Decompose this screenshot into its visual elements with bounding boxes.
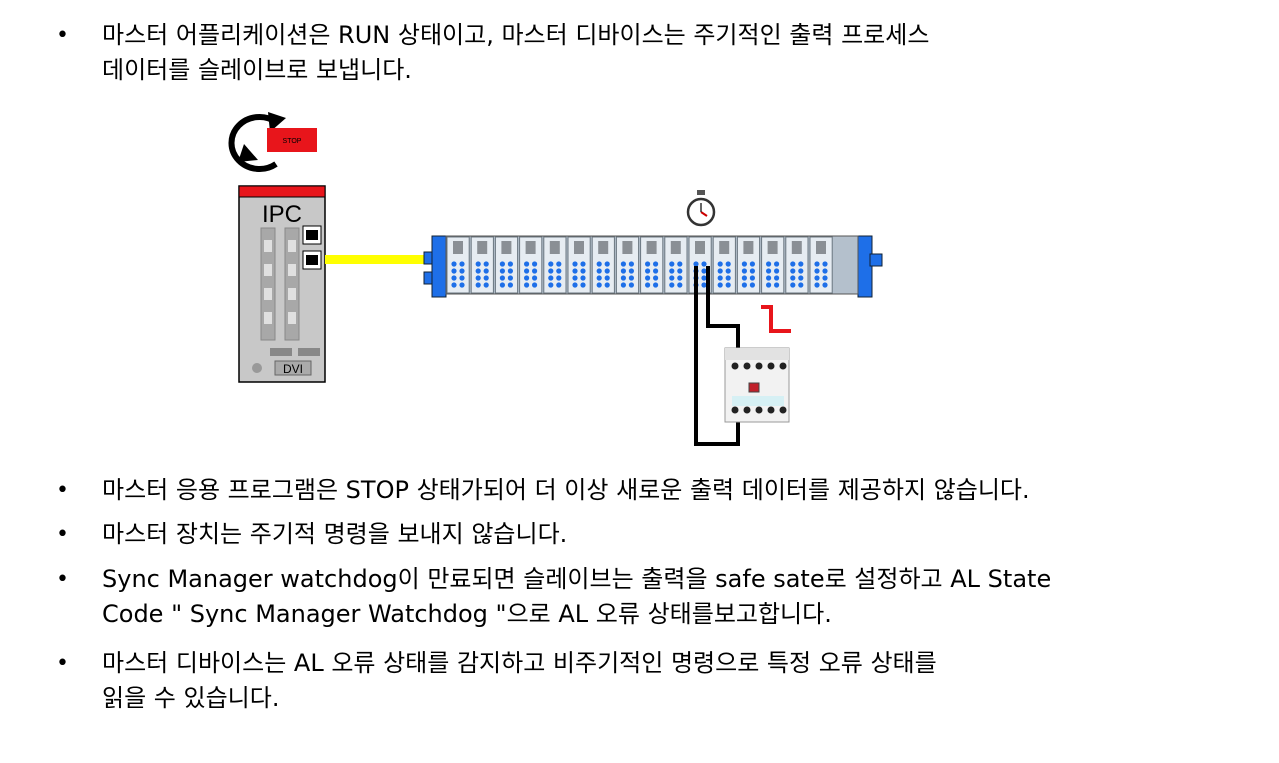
bullet-marker: • (56, 478, 69, 503)
bullet-item: • 마스터 장치는 주기적 명령을 보내지 않습니다. (56, 517, 1051, 552)
io-terminal (567, 236, 591, 294)
dvi-label: DVI (283, 362, 303, 376)
output-wiring (694, 266, 740, 446)
bullet-text-line: 읽을 수 있습니다. (102, 684, 280, 712)
io-terminal (519, 236, 543, 294)
io-terminal (615, 236, 640, 294)
io-terminal (761, 236, 785, 294)
contactor-relay (724, 347, 790, 423)
ethercat-cable (325, 255, 430, 264)
bullet-list-bottom: • 마스터 응용 프로그램은 STOP 상태가되어 더 이상 새로운 출력 데이… (56, 473, 1051, 716)
bullet-marker: • (56, 567, 69, 592)
bullet-text-line: 데이터를 슬레이브로 보냅니다. (102, 56, 412, 84)
io-terminal (446, 236, 470, 294)
io-terminal (640, 236, 664, 294)
bullet-text-line: Code " Sync Manager Watchdog "으로 AL 오류 상… (102, 600, 832, 628)
stop-label: STOP (283, 138, 302, 145)
bullet-item: • 마스터 어플리케이션은 RUN 상태이고, 마스터 디바이스는 주기적인 출… (56, 18, 929, 88)
bullet-text-line: 마스터 어플리케이션은 RUN 상태이고, 마스터 디바이스는 주기적인 출력 … (102, 21, 930, 49)
io-terminal (736, 236, 761, 294)
io-terminal (664, 236, 688, 294)
cycle-stop-icon: STOP (228, 112, 317, 172)
bullet-marker: • (56, 23, 69, 48)
io-terminal (591, 236, 615, 294)
ipc-label: IPC (262, 201, 302, 228)
bullet-item: • 마스터 디바이스는 AL 오류 상태를 감지하고 비주기적인 명령으로 특정… (56, 646, 1051, 716)
stopwatch-icon (686, 190, 716, 227)
ipc-device: IPC DVI (238, 185, 326, 383)
bullet-item: • 마스터 응용 프로그램은 STOP 상태가되어 더 이상 새로운 출력 데이… (56, 473, 1051, 508)
bullet-marker: • (56, 522, 69, 547)
bullet-marker: • (56, 651, 69, 676)
io-terminal (470, 236, 494, 294)
bullet-text-line: 마스터 디바이스는 AL 오류 상태를 감지하고 비주기적인 명령으로 특정 오… (102, 649, 937, 677)
terminal-rail (423, 235, 883, 298)
bullet-item: • Sync Manager watchdog이 만료되면 슬레이브는 출력을 … (56, 562, 1051, 632)
output-signal-graph (761, 305, 791, 333)
io-terminal (494, 236, 519, 294)
stop-badge (267, 128, 317, 152)
io-terminal (809, 236, 833, 294)
io-terminals (446, 236, 833, 294)
bullet-text-line: 마스터 장치는 주기적 명령을 보내지 않습니다. (102, 520, 568, 548)
io-terminal (712, 236, 736, 294)
bullet-text-line: 마스터 응용 프로그램은 STOP 상태가되어 더 이상 새로운 출력 데이터를… (102, 476, 1030, 504)
bullet-list-top: • 마스터 어플리케이션은 RUN 상태이고, 마스터 디바이스는 주기적인 출… (56, 18, 929, 88)
bullet-text-line: Sync Manager watchdog이 만료되면 슬레이브는 출력을 sa… (102, 565, 1052, 593)
io-terminal (785, 236, 809, 294)
io-terminal (543, 236, 567, 294)
